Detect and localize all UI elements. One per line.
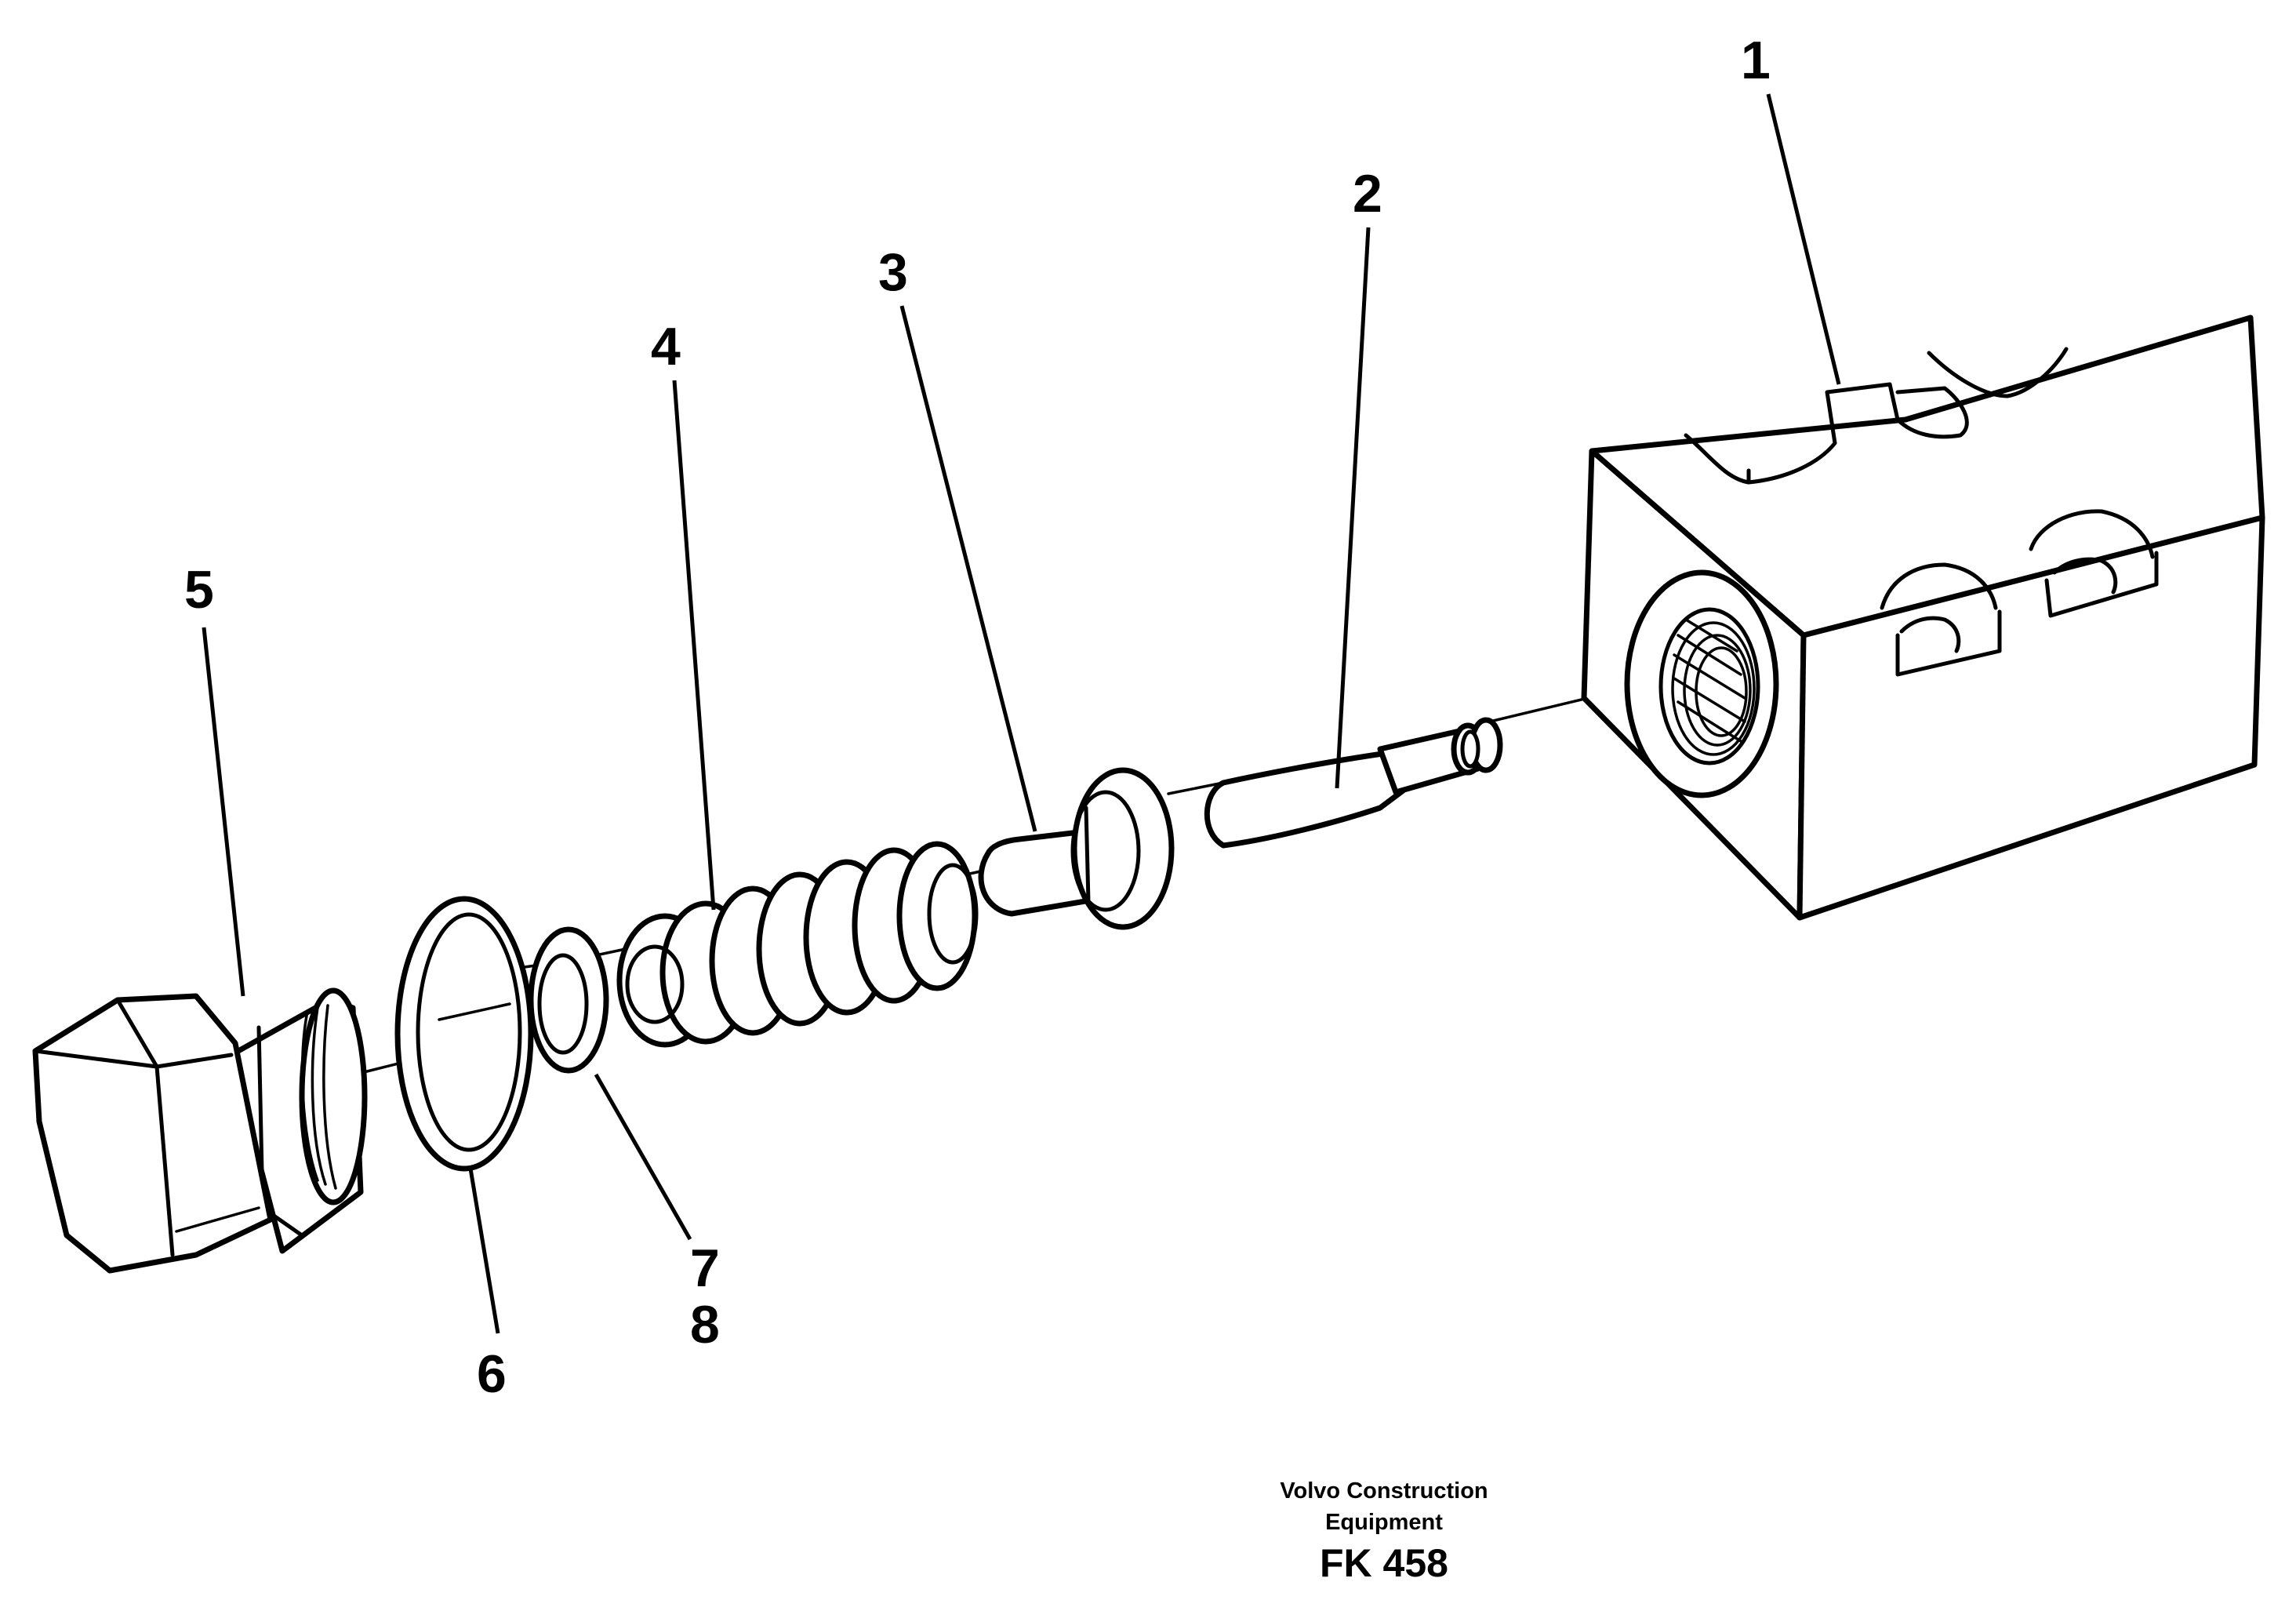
leader-6: [468, 1168, 500, 1334]
valve-housing-block: [1581, 315, 2265, 921]
callout-2: 2: [1353, 164, 1382, 224]
leader-5: [202, 627, 245, 997]
callout-1: 1: [1741, 31, 1771, 90]
pin-plunger: [1204, 717, 1503, 849]
sealing-ring: [394, 896, 534, 1172]
callout-numbers: 1 2 3 4 5 6 7 8: [184, 31, 1771, 1404]
callout-5: 5: [184, 560, 214, 620]
callout-4: 4: [651, 317, 681, 376]
callout-3: 3: [878, 242, 908, 302]
callout-8: 8: [690, 1295, 720, 1355]
leader-3: [899, 305, 1037, 832]
leader-lines: [202, 93, 1841, 1334]
spring: [616, 841, 979, 1048]
valve-cone: [978, 767, 1175, 930]
hex-plug: [32, 987, 368, 1274]
leader-7: [594, 1073, 692, 1241]
caption-block: Volvo Construction Equipment FK 458: [1280, 1478, 1488, 1585]
leader-4: [672, 380, 716, 911]
caption-equipment: Equipment: [1325, 1510, 1443, 1535]
callout-6: 6: [477, 1344, 507, 1404]
leader-2: [1335, 227, 1371, 789]
callout-7: 7: [690, 1238, 720, 1298]
caption-figure-code: FK 458: [1320, 1541, 1448, 1585]
leader-1: [1766, 93, 1841, 385]
caption-company: Volvo Construction: [1280, 1478, 1488, 1504]
small-washer: [528, 926, 609, 1074]
